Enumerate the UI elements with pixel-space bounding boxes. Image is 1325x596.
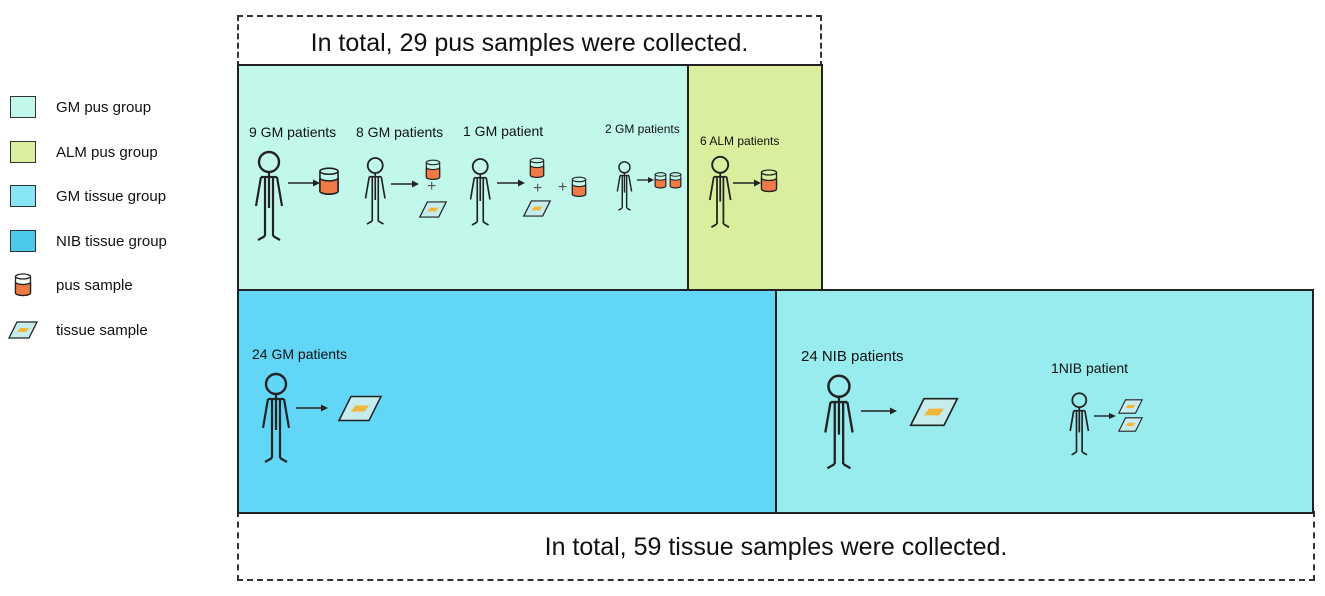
patients-label: 2 GM patients [605, 122, 680, 136]
legend-swatch [10, 185, 36, 207]
pus-sample-icon [529, 157, 545, 178]
legend-label: pus sample [56, 276, 133, 294]
legend-item-tissue-sample: tissue sample [7, 316, 148, 344]
patient-figure-icon [364, 157, 386, 225]
alm-pus-group-panel [687, 64, 823, 291]
patients-label: 9 GM patients [249, 124, 337, 140]
patients-label: 6 ALM patients [700, 134, 780, 148]
patient-figure-icon [469, 158, 491, 226]
patient-figure-icon [254, 150, 284, 241]
tissue-sample-icon [522, 200, 552, 217]
arrow-right-icon [733, 179, 761, 187]
legend-swatch [10, 230, 36, 252]
arrow-right-icon [861, 407, 897, 415]
pus-sample-icon [425, 159, 441, 180]
tissue-total-text: In total, 59 tissue samples were collect… [544, 533, 1008, 561]
gm-tissue-group-panel [237, 289, 777, 514]
tissue-sample-icon [337, 395, 383, 422]
pus-total-text: In total, 29 pus samples were collected. [310, 29, 749, 57]
pus-sample-icon [654, 172, 667, 189]
tissue-sample-icon [1117, 417, 1144, 432]
arrow-right-icon [1094, 413, 1116, 419]
patient-figure-icon [708, 155, 732, 228]
tissue-sample-icon [7, 317, 39, 343]
legend-label: NIB tissue group [56, 232, 167, 250]
plus-sign: + [558, 179, 568, 196]
plus-sign: + [427, 178, 437, 195]
legend-item-gm-tissue-group: GM tissue group [8, 182, 166, 210]
legend-label: tissue sample [56, 321, 148, 339]
patients-label: 8 GM patients [356, 124, 444, 140]
pus-sample-icon [669, 172, 682, 189]
legend-item-alm-pus-group: ALM pus group [8, 138, 158, 166]
plus-sign: + [533, 180, 543, 197]
patient-figure-icon [1069, 392, 1090, 456]
tissue-sample-icon [418, 201, 448, 218]
patients-label: 24 GM patients [252, 346, 347, 362]
patient-figure-icon [616, 161, 633, 211]
tissue-sample-icon [909, 397, 959, 427]
nib-tissue-group-panel [775, 289, 1314, 514]
patients-label: 1 GM patient [463, 123, 544, 139]
legend-swatch [10, 141, 36, 163]
pus-sample-icon [760, 169, 778, 193]
legend-label: ALM pus group [56, 143, 158, 161]
patient-figure-icon [824, 374, 854, 470]
legend-item-pus-sample: pus sample [8, 271, 133, 299]
patients-label: 1NIB patient [1051, 360, 1129, 376]
legend-item-nib-tissue-group: NIB tissue group [8, 227, 167, 255]
arrow-right-icon [288, 179, 320, 187]
pus-sample-icon [571, 176, 587, 197]
arrow-right-icon [637, 177, 654, 183]
patients-label: 24 NIB patients [801, 348, 904, 365]
arrow-right-icon [296, 404, 328, 412]
tissue-sample-icon [1117, 399, 1144, 414]
pus-sample-icon [319, 167, 339, 195]
arrow-right-icon [497, 179, 525, 187]
legend-label: GM tissue group [56, 187, 167, 205]
legend-label: GM pus group [56, 98, 152, 116]
legend-item-gm-pus-group: GM pus group [8, 93, 151, 121]
arrow-right-icon [391, 180, 419, 188]
pus-sample-icon [8, 272, 38, 298]
legend-swatch [10, 96, 36, 118]
patient-figure-icon [261, 372, 291, 463]
